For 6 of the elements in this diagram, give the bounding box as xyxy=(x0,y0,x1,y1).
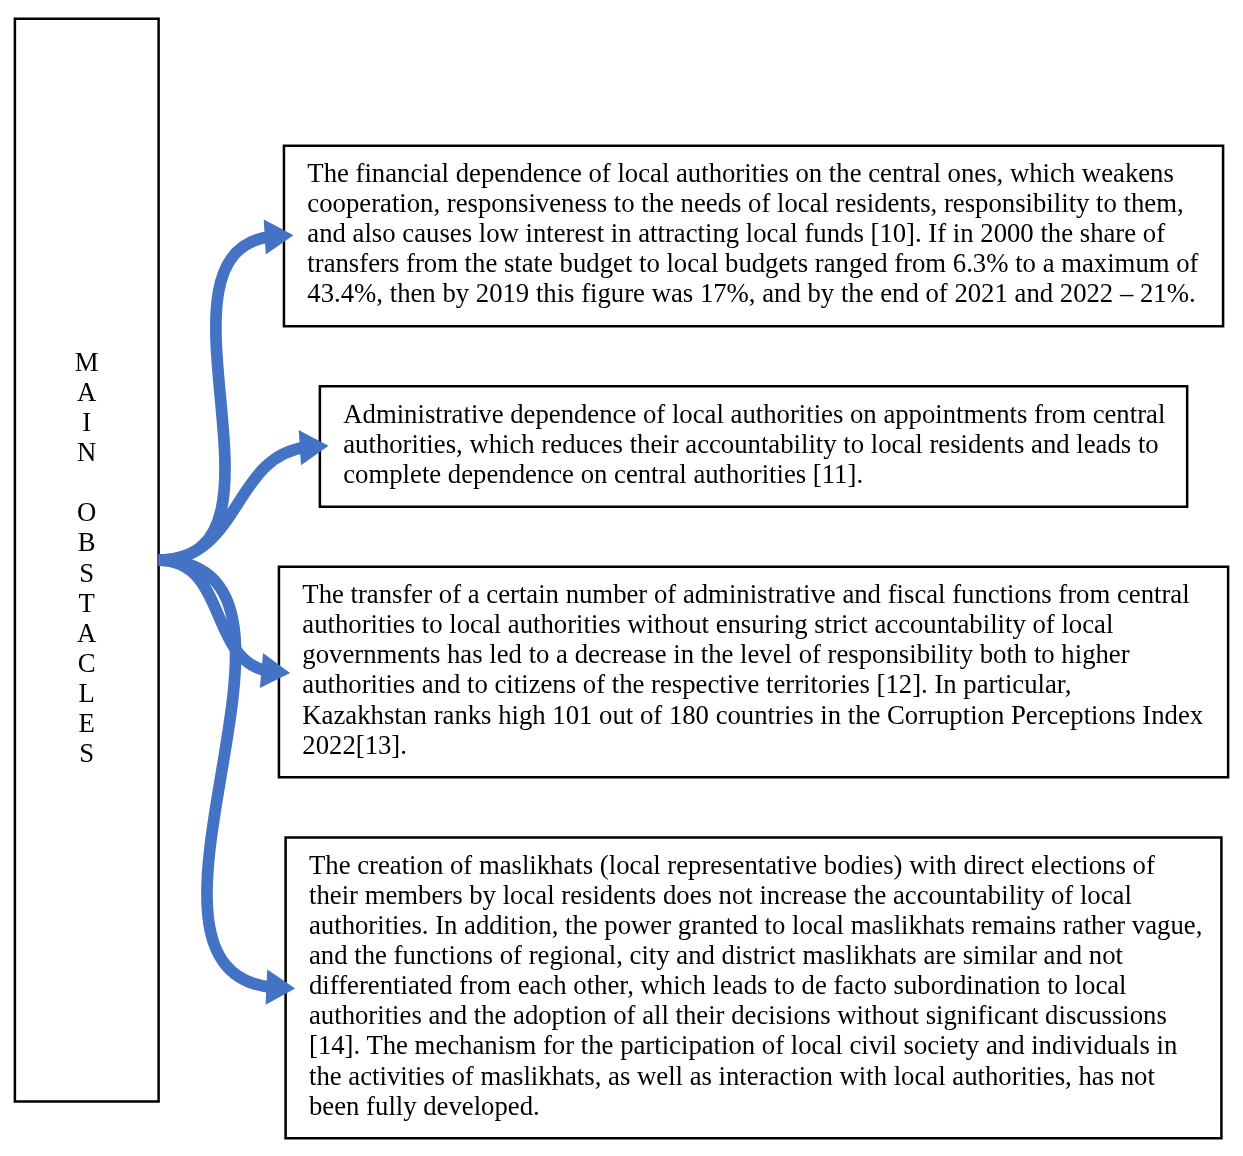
node-box: The financial dependence of local authorities on the central ones, which weakens cooperation, responsiveness to the needs of local residents, responsibility to them, and also causes low interest in attracting local funds [10]. If in 2000 the share of transfers from the state budget to local budgets ranged from 6.3% to a maximum of 43.4%, then by 2019 this figure was 17%, and by the end of 2021 and 2022 – 21%. xyxy=(282,143,1225,327)
arrow xyxy=(157,553,296,1005)
node-box: Administrative dependence of local authorities on appointments from central authorities, which reduces their accountability to local residents and leads to complete dependence on central authorities [11]. xyxy=(318,384,1189,508)
node-box: MAIN OBSTACLES xyxy=(13,16,160,1103)
node-box: The transfer of a certain number of administrative and fiscal functions from central authorities to local authorities without ensuring strict accountability of local governments has led to a decrease in the level of responsibility both to higher authorities and to citizens of the respective territories [12]. In particular, Kazakhstan ranks high 101 out of 180 countries in the Corruption Perceptions Index 2022[13]. xyxy=(277,565,1230,779)
node-box: The creation of maslikhats (local representative bodies) with direct elections of their members by local residents does not increase the accountability of local authorities. In addition, the power granted to local maslikhats remains rather vague, and the functions of regional, city and district maslikhats are similar and not differentiated from each other, which leads to de facto subordination to local authorities and the adoption of all their decisions without significant discussions [14]. The mechanism for the participation of local civil society and individuals in the activities of maslikhats, as well as interaction with local authorities, has not been fully developed. xyxy=(284,835,1223,1140)
